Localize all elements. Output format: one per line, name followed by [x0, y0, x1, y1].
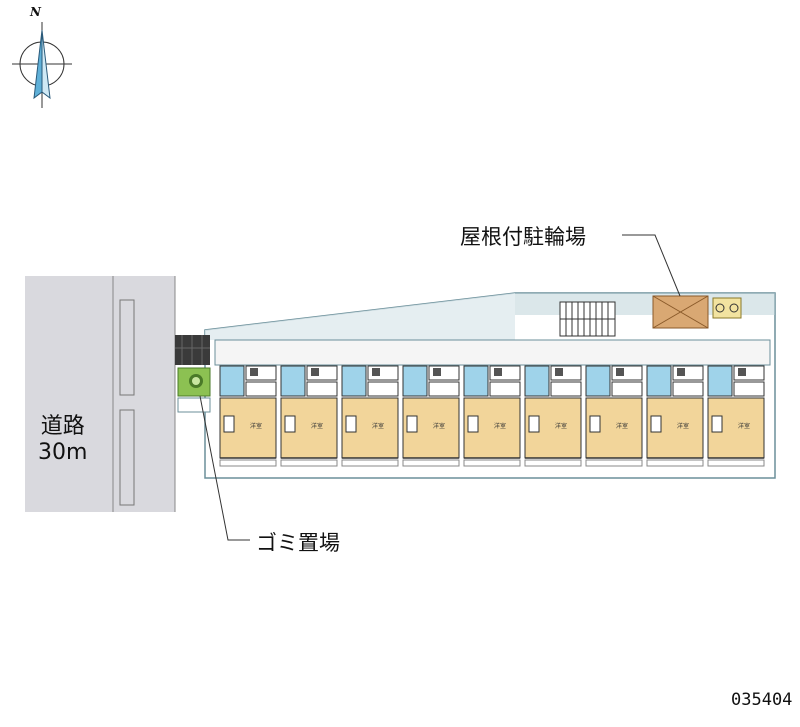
room-label: 洋室: [677, 422, 689, 430]
unit-1: 洋室: [219, 365, 277, 467]
trash-label-leader: [199, 395, 250, 541]
unit-4: 洋室: [402, 365, 460, 467]
room-label: 洋室: [616, 422, 628, 430]
trash-area-icon: [177, 367, 211, 397]
north-label: N: [30, 5, 41, 19]
bike-parking-icon: [652, 295, 742, 329]
road-width: 30m: [38, 440, 88, 465]
unit-2: 洋室: [280, 365, 338, 467]
unit-5: 洋室: [463, 365, 521, 467]
unit-8: 洋室: [646, 365, 704, 467]
road-name: 道路: [40, 414, 85, 439]
room-label: 洋室: [738, 422, 750, 430]
apartment-units: 洋室 洋室 洋室 洋室 洋室 洋室 洋室 洋室 洋室: [219, 365, 765, 467]
room-label: 洋室: [372, 422, 384, 430]
room-label: 洋室: [433, 422, 445, 430]
unit-9: 洋室: [707, 365, 765, 467]
bike-parking-label: 屋根付駐輪場: [460, 225, 586, 249]
room-label: 洋室: [555, 422, 567, 430]
entrance-paving: [175, 335, 210, 365]
property-id: 035404: [731, 690, 793, 710]
room-label: 洋室: [494, 422, 506, 430]
room-label: 洋室: [250, 422, 262, 430]
unit-3: 洋室: [341, 365, 399, 467]
road: [25, 276, 176, 512]
unit-7: 洋室: [585, 365, 643, 467]
stairs: [559, 301, 616, 337]
trash-area-label: ゴミ置場: [256, 531, 340, 555]
road-label: 道路 30m: [38, 414, 87, 466]
bike-label-leader: [622, 234, 681, 297]
compass-icon: [12, 22, 72, 108]
room-label: 洋室: [311, 422, 323, 430]
unit-6: 洋室: [524, 365, 582, 467]
